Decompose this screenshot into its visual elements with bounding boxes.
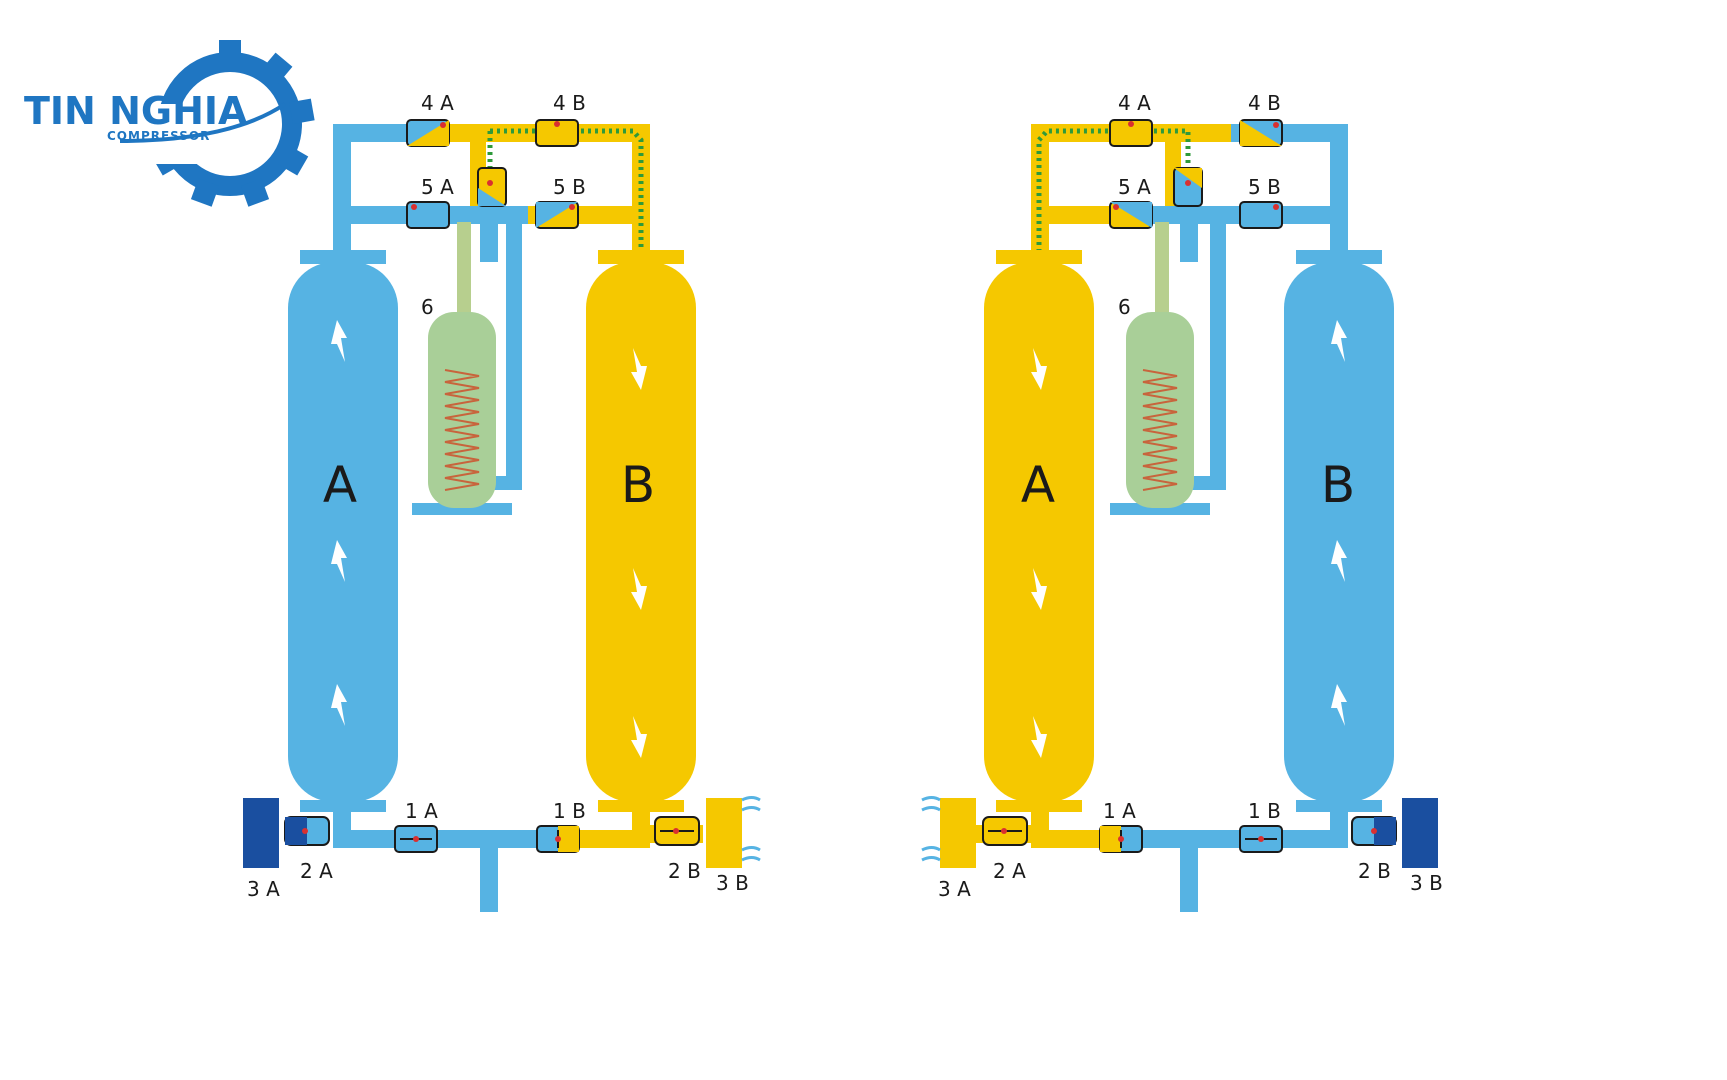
label-3b: 3 B — [716, 871, 749, 895]
label-1a: 1 A — [1103, 799, 1136, 823]
tank-a-label: A — [323, 456, 357, 514]
arrow-down-icon — [631, 348, 647, 758]
valve-1a — [394, 825, 438, 853]
valve-4b — [1239, 119, 1283, 147]
label-3a: 3 A — [247, 877, 280, 901]
valve-4b — [535, 119, 579, 147]
tank-b-label: B — [621, 456, 655, 514]
tank-a: A — [984, 250, 1094, 812]
label-2a: 2 A — [993, 859, 1026, 883]
label-1a: 1 A — [405, 799, 438, 823]
valve-2a — [243, 798, 330, 868]
logo-tagline: COMPRESSOR — [107, 129, 210, 143]
valve-1a — [1099, 825, 1143, 853]
label-1b: 1 B — [1248, 799, 1281, 823]
label-5b: 5 B — [553, 175, 586, 199]
valve-purge — [477, 167, 507, 207]
label-6: 6 — [421, 295, 434, 319]
label-1b: 1 B — [553, 799, 586, 823]
heater-6 — [1126, 222, 1194, 508]
label-6: 6 — [1118, 295, 1131, 319]
valve-1b — [536, 825, 580, 853]
arrow-up-icon — [331, 320, 347, 726]
label-4b: 4 B — [553, 91, 586, 115]
label-5a: 5 A — [421, 175, 454, 199]
tank-b-label: B — [1321, 456, 1355, 514]
logo-name: TIN NGHIA — [24, 89, 248, 133]
label-3b: 3 B — [1410, 871, 1443, 895]
label-2b: 2 B — [668, 859, 701, 883]
heater-6 — [428, 222, 496, 508]
valve-5b — [535, 201, 579, 229]
valve-purge — [1173, 167, 1203, 207]
valve-1b — [1239, 825, 1283, 853]
label-5a: 5 A — [1118, 175, 1151, 199]
label-4a: 4 A — [1118, 91, 1151, 115]
label-4b: 4 B — [1248, 91, 1281, 115]
panel-left: A B — [243, 91, 761, 912]
tank-b: B — [586, 250, 696, 812]
tank-a: A — [288, 250, 398, 812]
valve-2a — [921, 796, 1028, 868]
arrow-down-icon — [1031, 348, 1047, 758]
gear-icon — [119, 40, 315, 207]
valve-2b — [1351, 798, 1438, 868]
valve-4a — [1109, 119, 1153, 147]
label-2a: 2 A — [300, 859, 333, 883]
label-3a: 3 A — [938, 877, 971, 901]
logo: TIN NGHIA COMPRESSOR — [24, 40, 315, 207]
arrow-up-icon — [1331, 320, 1347, 726]
tank-b: B — [1284, 250, 1394, 812]
valve-2b — [654, 796, 761, 868]
label-2b: 2 B — [1358, 859, 1391, 883]
label-5b: 5 B — [1248, 175, 1281, 199]
label-4a: 4 A — [421, 91, 454, 115]
valve-5b — [1239, 201, 1283, 229]
valve-5a — [406, 201, 450, 229]
tank-a-label: A — [1021, 456, 1055, 514]
valve-4a — [406, 119, 450, 147]
panel-right: A B — [921, 91, 1443, 912]
valve-5a — [1109, 201, 1153, 229]
